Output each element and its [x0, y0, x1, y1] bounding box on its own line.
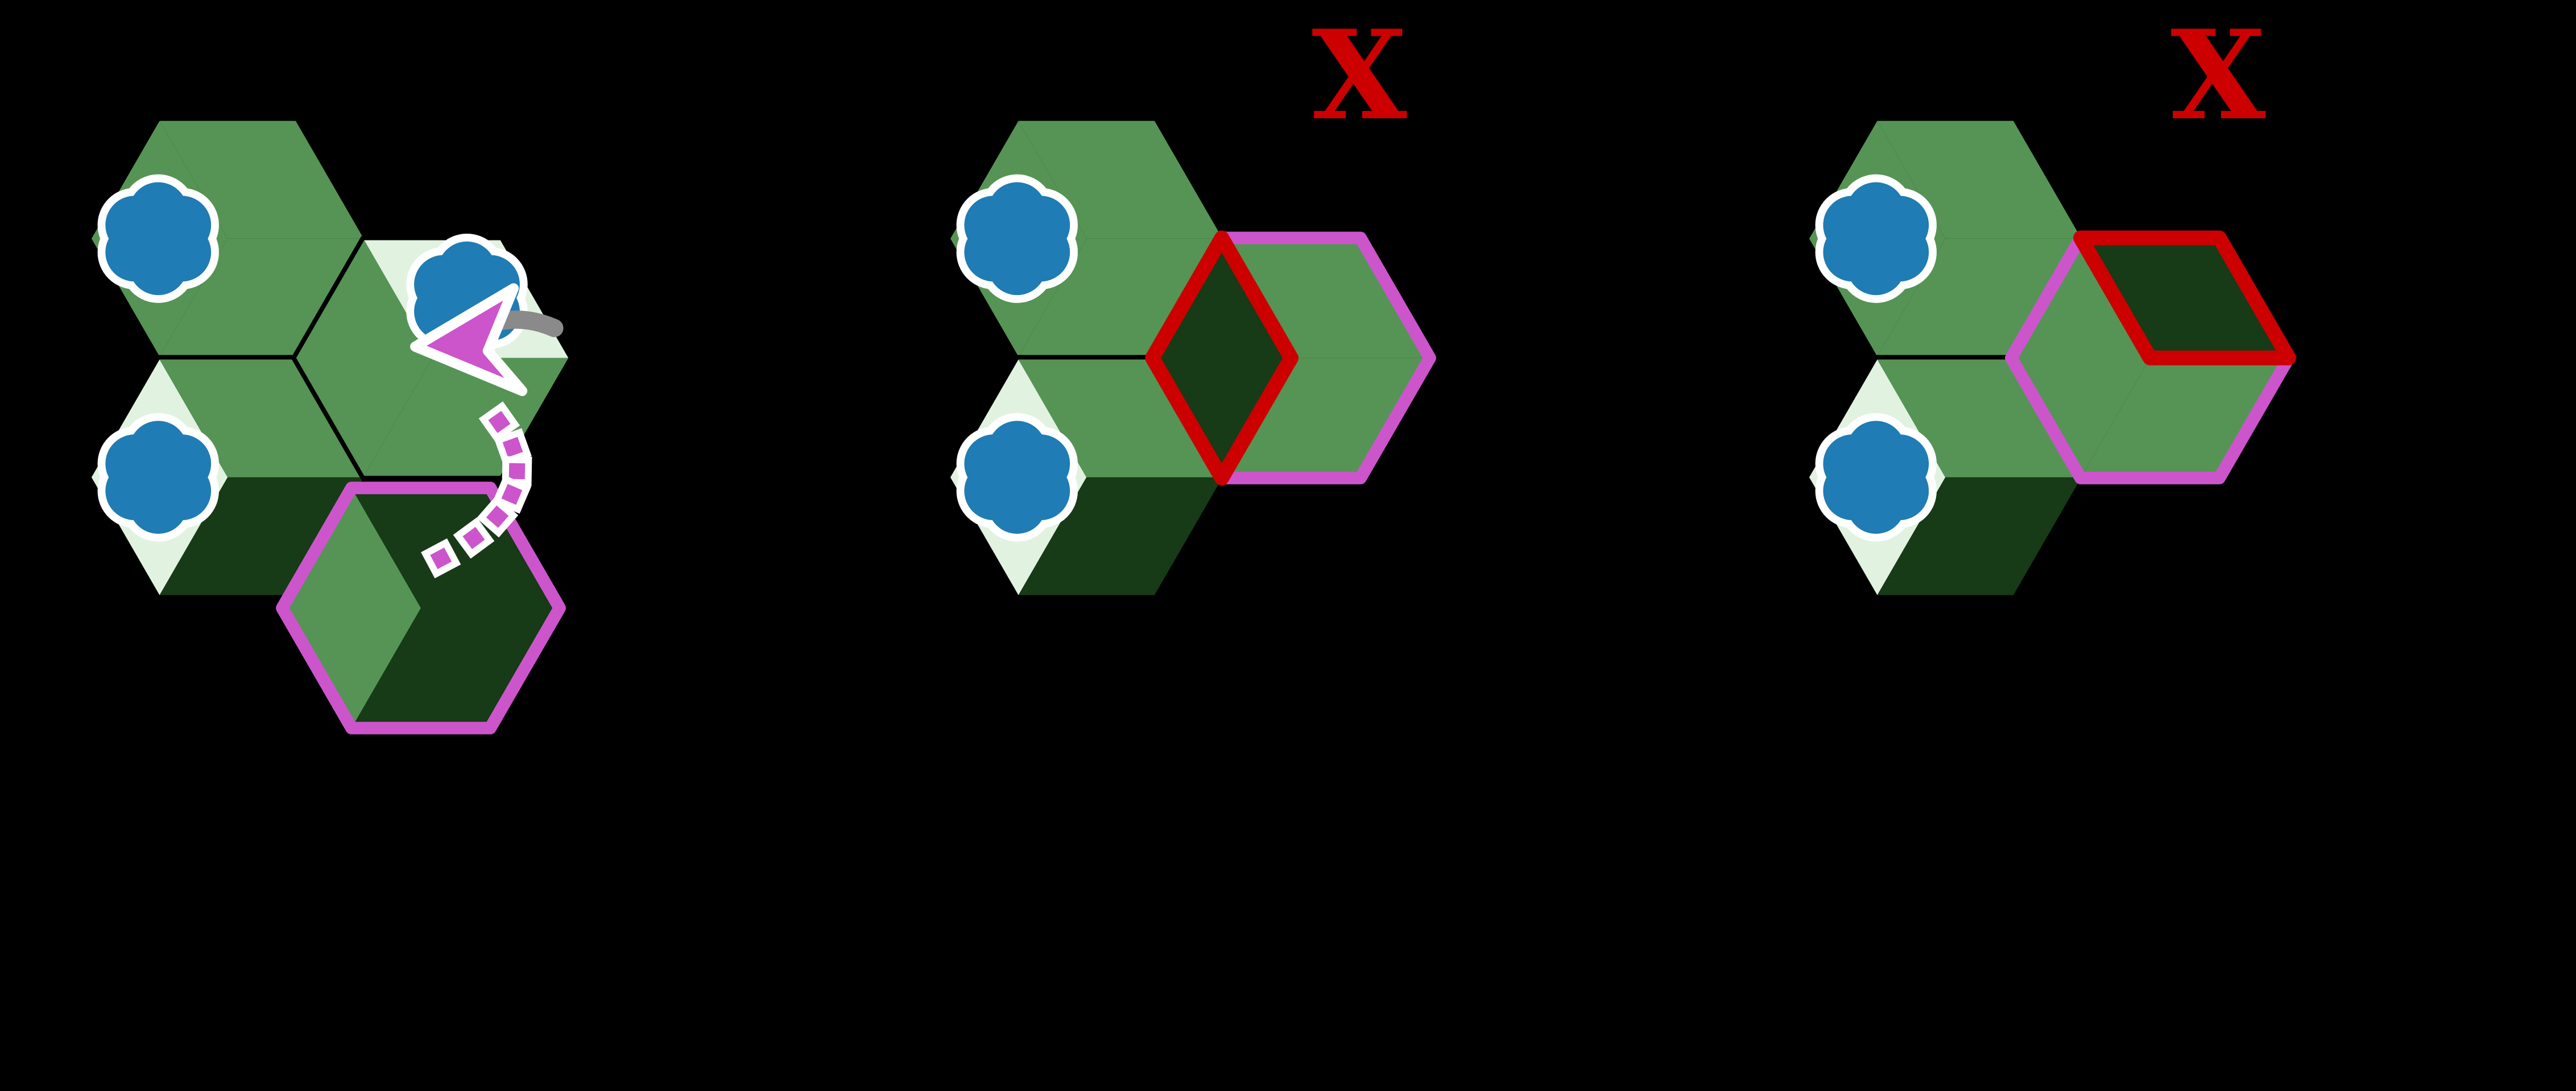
dragged-hex-tile[interactable]: [276, 482, 566, 735]
hex-bottom-left[interactable]: [86, 355, 369, 600]
hex-placed-right[interactable]: [2005, 230, 2296, 484]
drag-source-panel-canvas: [86, 116, 573, 735]
error-x-mark: X: [2170, 3, 2266, 147]
option-a-panel: X: [859, 0, 1718, 1091]
drag-trail-dashes: [421, 401, 532, 579]
hex-top-left-flower-icon: [97, 174, 219, 303]
hex-top-left-flower-icon: [1815, 174, 1937, 303]
option-b-panel: X: [1718, 0, 2576, 1091]
drag-trail-dash: [476, 496, 519, 538]
hex-top-left-flower-icon: [956, 174, 1078, 303]
hex-top-left[interactable]: [1804, 116, 2087, 361]
hex-placed-right-error-outline: [2073, 230, 2296, 366]
hex-bottom-left-flower-icon: [97, 413, 219, 542]
hex-bottom-left-flower-icon: [1815, 413, 1937, 542]
hex-placed-right-rhombus-2[interactable]: [2081, 358, 2289, 478]
mouse-cursor[interactable]: [410, 266, 569, 420]
error-x-mark: X: [1312, 3, 1407, 147]
hex-top-left[interactable]: [945, 116, 1228, 361]
option-b-panel-canvas: X: [1804, 3, 2296, 600]
hex-bottom-left[interactable]: [1804, 355, 2087, 600]
dragged-hex-tile-rhombus-2[interactable]: [352, 608, 560, 728]
cursor-arrow: [410, 283, 528, 396]
drag-trail-dash: [421, 538, 461, 579]
drag-trail-dash: [453, 517, 495, 559]
drag-source-panel: [0, 0, 859, 1091]
hex-right-edge-outline: [291, 235, 573, 480]
hex-placed-right[interactable]: [1145, 230, 1436, 486]
hex-bottom-left-rhombus-2[interactable]: [1017, 477, 1226, 598]
hex-top-left[interactable]: [86, 116, 369, 361]
option-a-panel-canvas: X: [945, 3, 1436, 600]
drag-trail-dash: [492, 475, 532, 514]
dragged-hex-tile-highlight-outline: [276, 482, 566, 735]
hex-placed-right-error-outline: [1145, 230, 1299, 486]
drag-trail-dash: [478, 401, 520, 443]
hex-bottom-left-flower-icon: [956, 413, 1078, 542]
